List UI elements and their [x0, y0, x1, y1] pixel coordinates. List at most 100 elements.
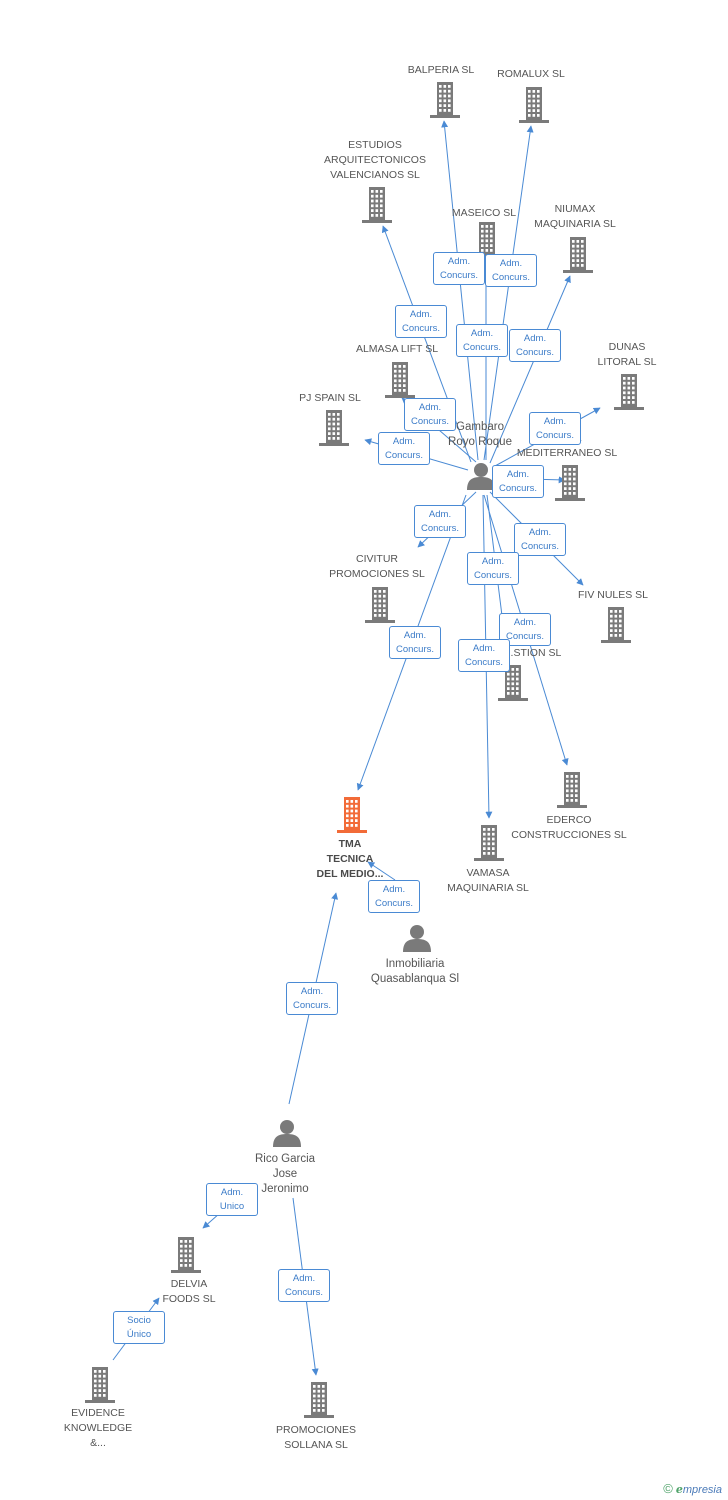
node-almasa-window	[403, 369, 406, 373]
node-label-niumax[interactable]: NIUMAX MAQUINARIA SL	[534, 203, 616, 230]
node-label-fivnules[interactable]: FIV NULES SL	[577, 589, 649, 601]
edge-label-gambaro-to-civitur[interactable]: Adm. Concurs.	[414, 505, 466, 538]
edge-label-gambaro-to-maseico[interactable]: Adm. Concurs.	[456, 324, 508, 357]
node-promociones-window	[313, 1389, 316, 1393]
node-mediterraneo-window	[568, 487, 572, 490]
node-maseico-window	[481, 229, 484, 233]
node-evidence-window	[103, 1384, 106, 1388]
node-estudios-window	[380, 190, 383, 193]
node-maseico-window	[485, 244, 489, 247]
node-label-evidence[interactable]: EVIDENCE KNOWLEDGE &...	[63, 1407, 133, 1449]
edge-label-gambaro-to-tma[interactable]: Adm. Concurs.	[389, 626, 441, 659]
node-estudios-window	[380, 209, 383, 212]
node-almasa-window	[394, 374, 397, 378]
node-fivnules-window	[614, 634, 618, 637]
edge-label-gambaro-to-romalux[interactable]: Adm. Concurs.	[485, 254, 537, 287]
node-tma-window	[350, 809, 354, 813]
edge-label-rico-to-tma[interactable]: Adm. Concurs.	[286, 982, 338, 1015]
node-label-civitur[interactable]: CIVITUR PROMOCIONES SL	[329, 553, 425, 580]
node-vamasa-window	[483, 842, 486, 846]
node-ederco-window	[566, 794, 569, 797]
node-civitur-window	[383, 614, 386, 617]
node-tma-window	[346, 800, 349, 803]
edge-label-gambaro-to-niumax[interactable]: Adm. Concurs.	[509, 329, 561, 362]
node-pjspain-window	[337, 413, 340, 416]
edge-label-gambaro-to-estudios[interactable]: Adm. Concurs.	[395, 305, 447, 338]
node-inmobiliaria-person-icon[interactable]	[403, 925, 431, 952]
node-promociones-window	[313, 1409, 316, 1412]
node-pjspain-window	[332, 417, 336, 421]
node-pjspain-window	[337, 432, 340, 435]
edge-label-gambaro-to-almasa[interactable]: Adm. Concurs.	[404, 398, 456, 431]
node-niumax-window	[581, 264, 584, 267]
node-label-almasa[interactable]: ALMASA LIFT SL	[355, 343, 439, 355]
node-estudios-window	[375, 190, 379, 193]
node-maseico-window	[485, 229, 489, 233]
edge-layer	[112, 120, 601, 1376]
node-estudios-window	[380, 199, 383, 203]
edge-label-gambaro-to-balperia[interactable]: Adm. Concurs.	[433, 252, 485, 285]
node-label-dunas[interactable]: DUNAS LITORAL SL	[597, 341, 657, 368]
node-fivnules-window	[619, 619, 622, 623]
node-label-rico[interactable]: Rico Garcia Jose Jeronimo	[254, 1153, 316, 1195]
edge-label-gambaro-to-dunas[interactable]: Adm. Concurs.	[529, 412, 581, 445]
edge-label-rico-to-delvia[interactable]: Adm. Unico	[206, 1183, 258, 1216]
node-delvia-window	[189, 1264, 192, 1267]
node-balperia-window	[448, 104, 451, 107]
node-delvia-window	[189, 1249, 192, 1253]
node-almasa-window	[398, 384, 402, 387]
edge-label-gambaro-to-mediterraneo[interactable]: Adm. Concurs.	[492, 465, 544, 498]
node-balperia-window	[443, 89, 447, 93]
node-niumax-window	[572, 259, 575, 262]
node-vamasa-window	[487, 837, 491, 841]
node-label-gambaro[interactable]: Gambaro Royo Roque	[448, 421, 512, 448]
node-label-inmobiliaria[interactable]: Inmobiliaria Quasablanqua Sl	[370, 958, 460, 985]
node-pjspain-window	[328, 417, 331, 421]
node-niumax-window	[581, 249, 584, 253]
edge-label-rico-to-promociones[interactable]: Adm. Concurs.	[278, 1269, 330, 1302]
edge-label-gambaro-to-pjspain[interactable]: Adm. Concurs.	[378, 432, 430, 465]
node-label-promociones[interactable]: PROMOCIONES SOLLANA SL	[276, 1424, 356, 1451]
node-label-ederco[interactable]: EDERCO CONSTRUCCIONES SL	[511, 814, 627, 841]
node-label-gestion[interactable]: ...STION SL	[504, 647, 562, 659]
node-niumax-window	[576, 254, 580, 258]
node-niumax-window	[572, 254, 575, 258]
node-niumax-window	[576, 264, 580, 267]
node-balperia-window	[439, 94, 442, 98]
edge-label-gambaro-to-vamasa[interactable]: Adm. Concurs.	[458, 639, 510, 672]
node-label-pjspain[interactable]: PJ SPAIN SL	[299, 392, 361, 404]
node-delvia-window	[180, 1240, 183, 1243]
node-vamasa-window	[483, 837, 486, 841]
node-label-romalux[interactable]: ROMALUX SL	[497, 68, 565, 80]
node-gestion-window	[516, 672, 519, 676]
node-mediterraneo-window	[564, 492, 567, 495]
node-evidence-window	[98, 1394, 102, 1397]
node-label-balperia[interactable]: BALPERIA SL	[407, 64, 475, 76]
edge-label-gambaro-to-fivnules[interactable]: Adm. Concurs.	[514, 523, 566, 556]
node-rico-person-icon[interactable]	[273, 1120, 301, 1147]
node-label-estudios[interactable]: ESTUDIOS ARQUITECTONICOS VALENCIANOS SL	[324, 139, 426, 181]
node-niumax-window	[576, 244, 580, 248]
node-fivnules-window	[614, 619, 618, 623]
node-label-vamasa[interactable]: VAMASA MAQUINARIA SL	[447, 867, 529, 894]
node-label-maseico[interactable]: MASEICO SL	[451, 207, 517, 219]
node-gambaro-person-icon[interactable]	[467, 463, 495, 490]
node-vamasa-window	[483, 832, 486, 836]
node-balperia-window	[448, 109, 451, 112]
node-niumax-window	[581, 259, 584, 262]
node-balperia-window	[443, 85, 447, 88]
edge-label-evidence-to-delvia[interactable]: Socio Único	[113, 1311, 165, 1344]
node-niumax-window	[572, 244, 575, 248]
node-gestion-window	[516, 682, 519, 686]
node-evidence-window	[98, 1379, 102, 1383]
edge-label-inmobiliaria-to-tma[interactable]: Adm. Concurs.	[368, 880, 420, 913]
node-estudios-windows	[371, 190, 383, 217]
node-maseico-window	[490, 234, 493, 238]
node-romalux-window	[537, 109, 540, 112]
node-delvia-window	[180, 1264, 183, 1267]
edge-label-gambaro-to-gestion[interactable]: Adm. Concurs.	[467, 552, 519, 585]
node-mediterraneo-window	[568, 482, 572, 486]
node-maseico-window	[490, 244, 493, 247]
node-label-tma[interactable]: TMA TECNICA DEL MEDIO...	[316, 838, 384, 880]
node-label-delvia[interactable]: DELVIA FOODS SL	[162, 1278, 216, 1305]
